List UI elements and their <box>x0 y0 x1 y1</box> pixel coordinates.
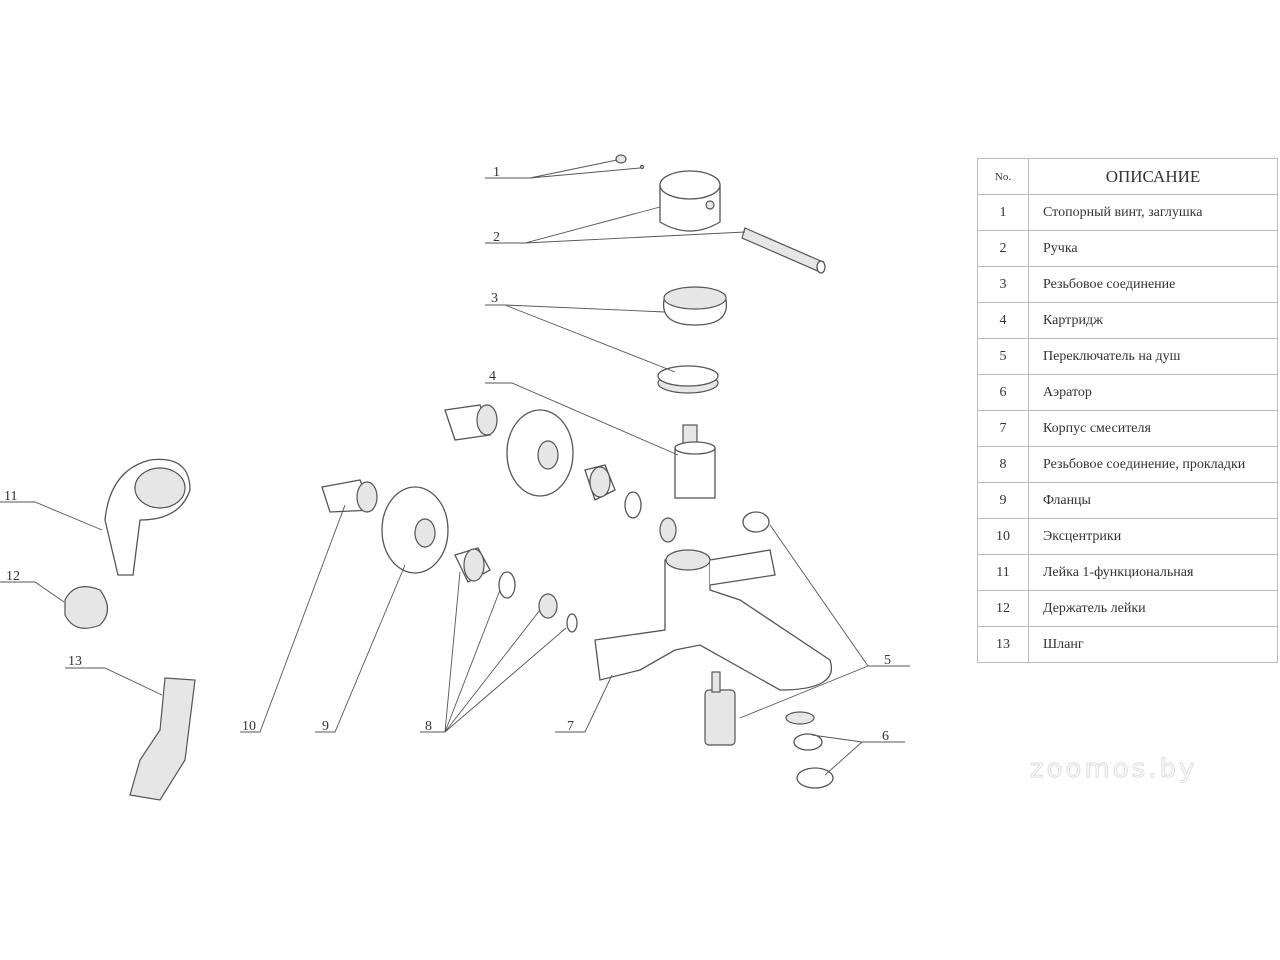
row-desc: Фланцы <box>1028 482 1278 519</box>
row-no: 13 <box>977 626 1029 663</box>
row-no: 6 <box>977 374 1029 411</box>
row-no: 2 <box>977 230 1029 267</box>
part-3-threaded-connection <box>657 286 728 394</box>
row-desc: Эксцентрики <box>1028 518 1278 555</box>
leader-lines <box>0 159 910 776</box>
callout-3: 3 <box>491 291 498 306</box>
row-no: 3 <box>977 266 1029 303</box>
row-no: 1 <box>977 194 1029 231</box>
row-desc: Стопорный винт, заглушка <box>1028 194 1278 231</box>
callout-6: 6 <box>882 729 889 744</box>
callout-7: 7 <box>567 719 574 734</box>
part-12-shower-holder <box>64 586 109 629</box>
part-1-screw-plug <box>615 154 645 170</box>
callout-9: 9 <box>322 719 329 734</box>
part-8-threaded-connection-gaskets <box>454 464 677 633</box>
part-2-handle <box>659 170 826 274</box>
row-desc: Картридж <box>1028 302 1278 339</box>
row-desc: Корпус смесителя <box>1028 410 1278 447</box>
row-desc: Шланг <box>1028 626 1278 663</box>
part-6-aerator <box>785 711 834 789</box>
row-no: 5 <box>977 338 1029 375</box>
row-desc: Лейка 1-функциональная <box>1028 554 1278 591</box>
row-no: 12 <box>977 590 1029 627</box>
row-no: 8 <box>977 446 1029 483</box>
row-desc: Ручка <box>1028 230 1278 267</box>
callout-5: 5 <box>884 653 891 668</box>
part-10-eccentrics <box>321 404 498 513</box>
row-no: 10 <box>977 518 1029 555</box>
part-11-hand-shower <box>104 458 191 576</box>
callout-13: 13 <box>68 654 82 669</box>
row-no: 9 <box>977 482 1029 519</box>
part-4-cartridge <box>674 424 716 499</box>
callout-11: 11 <box>4 489 17 504</box>
row-no: 7 <box>977 410 1029 447</box>
callout-1: 1 <box>493 165 500 180</box>
table-header-row: No. ОПИСАНИЕ <box>977 158 1278 195</box>
callout-4: 4 <box>489 369 496 384</box>
part-7-mixer-body <box>594 549 833 691</box>
row-no: 4 <box>977 302 1029 339</box>
callout-8: 8 <box>425 719 432 734</box>
row-desc: Аэратор <box>1028 374 1278 411</box>
callout-12: 12 <box>6 569 20 584</box>
row-desc: Переключатель на душ <box>1028 338 1278 375</box>
part-13-hose <box>129 677 196 801</box>
row-no: 11 <box>977 554 1029 591</box>
part-9-flanges <box>381 409 574 574</box>
row-desc: Резьбовое соединение, прокладки <box>1028 446 1278 483</box>
part-5-shower-diverter <box>704 511 770 746</box>
header-description: ОПИСАНИЕ <box>1028 158 1278 195</box>
header-no: No. <box>977 158 1029 195</box>
callout-10: 10 <box>242 719 256 734</box>
row-desc: Резьбовое соединение <box>1028 266 1278 303</box>
watermark-logo: zoomos.by <box>1029 754 1198 785</box>
row-desc: Держатель лейки <box>1028 590 1278 627</box>
callout-2: 2 <box>493 230 500 245</box>
